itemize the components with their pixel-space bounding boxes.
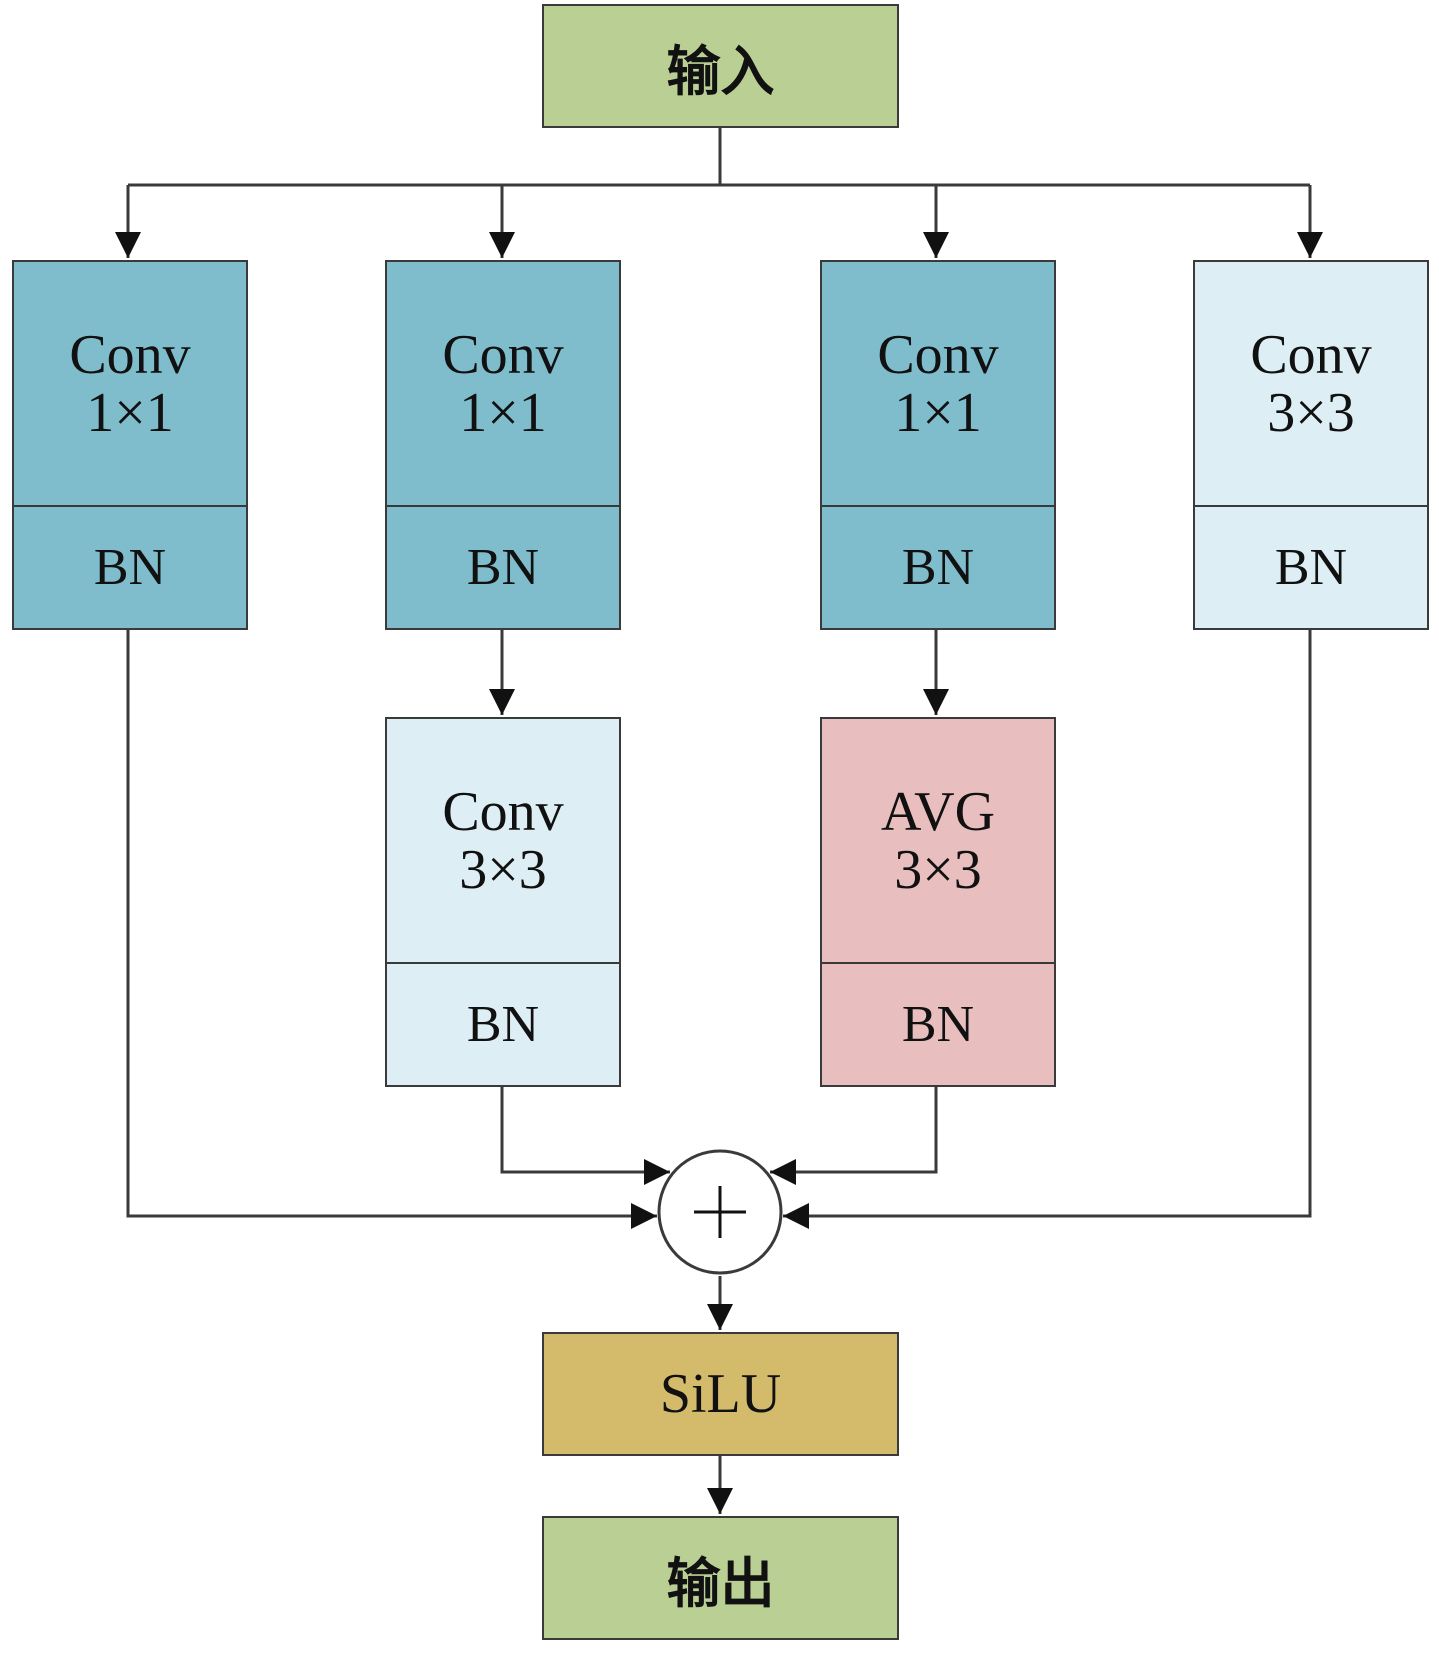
branch-2-conv: Conv 1×1: [387, 262, 619, 507]
branch-2-op: Conv: [442, 323, 564, 386]
sum-node: [657, 1149, 783, 1275]
branch-3-block: Conv 1×1 BN: [820, 260, 1056, 630]
stage2-conv-size: 3×3: [459, 838, 547, 901]
branch-1-block: Conv 1×1 BN: [12, 260, 248, 630]
avg-stage2-to-sum: [770, 1086, 938, 1185]
branch-1-size: 1×1: [86, 381, 174, 444]
branch-1-norm: BN: [93, 539, 167, 596]
stage2-avg-norm: BN: [901, 996, 975, 1053]
stage2-avg-block: AVG 3×3 BN: [820, 717, 1056, 1087]
branch-3-bn: BN: [822, 507, 1054, 628]
stage2-conv-part: Conv 3×3: [387, 719, 619, 964]
branch-3-norm: BN: [901, 539, 975, 596]
branch-1-op: Conv: [69, 323, 191, 386]
branch-1-bn: BN: [14, 507, 246, 628]
stage2-avg-bn: BN: [822, 964, 1054, 1085]
branch-3-conv: Conv 1×1: [822, 262, 1054, 507]
stage2-avg-size: 3×3: [894, 838, 982, 901]
input-node: 输入: [542, 4, 899, 128]
branch-4-to-sum: [783, 630, 1312, 1229]
input-label: 输入: [666, 39, 775, 103]
activation-label: SiLU: [659, 1363, 782, 1425]
branch-4-conv: Conv 3×3: [1195, 262, 1427, 507]
branch-4-block: Conv 3×3 BN: [1193, 260, 1429, 630]
branch-2-norm: BN: [466, 539, 540, 596]
stage2-conv-norm: BN: [466, 996, 540, 1053]
activation-node: SiLU: [542, 1332, 899, 1456]
output-node: 输出: [542, 1516, 899, 1640]
conv3x3-stage2-to-sum: [500, 1086, 670, 1185]
branch-2-block: Conv 1×1 BN: [385, 260, 621, 630]
output-label: 输出: [666, 1551, 775, 1615]
branch-2-size: 1×1: [459, 381, 547, 444]
stage2-conv-bn: BN: [387, 964, 619, 1085]
branch-2-bn: BN: [387, 507, 619, 628]
branch-1-to-sum: [126, 630, 657, 1229]
stage2-conv-block: Conv 3×3 BN: [385, 717, 621, 1087]
branch-3-size: 1×1: [894, 381, 982, 444]
branch-1-conv: Conv 1×1: [14, 262, 246, 507]
stage2-avg-op: AVG: [880, 780, 996, 843]
branch-4-bn: BN: [1195, 507, 1427, 628]
branch-4-op: Conv: [1250, 323, 1372, 386]
branch-4-size: 3×3: [1267, 381, 1355, 444]
branch-3-op: Conv: [877, 323, 999, 386]
branch-4-norm: BN: [1274, 539, 1348, 596]
stage2-avg-part: AVG 3×3: [822, 719, 1054, 964]
stage2-conv-op: Conv: [442, 780, 564, 843]
